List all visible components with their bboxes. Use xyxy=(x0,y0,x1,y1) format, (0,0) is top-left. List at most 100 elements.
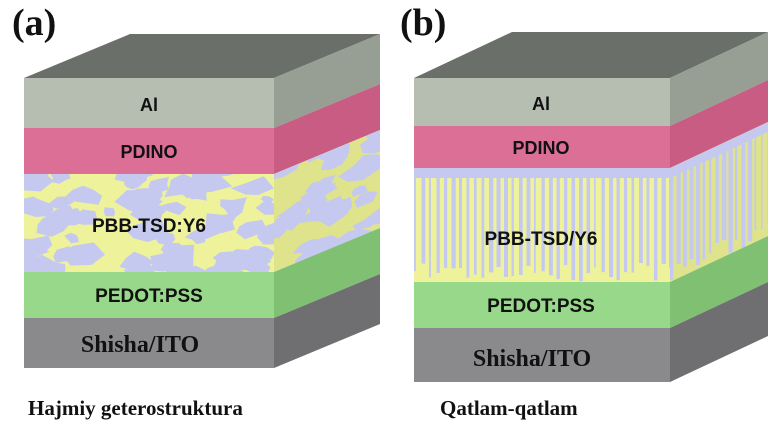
active-label-b: PBB-TSD/Y6 xyxy=(485,229,598,250)
panel-b-letter: (b) xyxy=(400,2,447,44)
bulk-domain xyxy=(125,221,165,242)
vertical-domain xyxy=(702,160,706,260)
bulk-domain xyxy=(24,174,54,192)
device-stack-b: Al PDINO PBB-TSD/Y6 PEDOT:PSS Shisha/ITO xyxy=(414,32,768,382)
pdino-layer-front-b xyxy=(414,126,670,168)
vertical-domain xyxy=(414,172,416,271)
bulk-domain xyxy=(53,246,88,264)
vertical-domain xyxy=(511,173,514,276)
vertical-domain xyxy=(504,176,508,277)
bulk-domain xyxy=(159,244,195,267)
vertical-domain xyxy=(594,169,596,268)
bulk-domain xyxy=(220,197,248,221)
al-layer-front-a xyxy=(24,78,274,128)
vertical-domain xyxy=(748,136,753,242)
bulk-domain xyxy=(212,251,233,264)
acceptor-band xyxy=(670,122,768,178)
bulk-domain xyxy=(241,260,271,272)
vertical-domain xyxy=(496,174,501,268)
bulk-domain xyxy=(103,207,115,217)
bulk-domain xyxy=(65,185,103,205)
al-label-b: Al xyxy=(532,94,550,114)
vertical-domain xyxy=(421,169,426,264)
acceptor-band xyxy=(414,168,670,178)
vertical-domain xyxy=(609,173,614,278)
vertical-domain xyxy=(564,171,568,266)
bulk-domain xyxy=(315,203,342,225)
bulk-domain xyxy=(274,204,310,232)
vertical-domain xyxy=(436,173,440,273)
bulk-domain xyxy=(257,223,274,245)
bulk-domain xyxy=(366,139,380,153)
bulk-domain xyxy=(25,254,64,272)
bulk-domain xyxy=(164,174,205,198)
vertical-domain xyxy=(670,175,674,280)
bulk-domain xyxy=(124,179,143,190)
bulk-domain xyxy=(248,245,262,258)
bulk-domain xyxy=(236,219,267,240)
vertical-domain xyxy=(444,168,448,268)
bulk-domain xyxy=(125,188,163,207)
bulk-domain xyxy=(24,235,53,253)
vertical-domains-front-b xyxy=(414,168,670,282)
bulk-domain xyxy=(351,185,368,197)
vertical-domain xyxy=(676,168,681,264)
vertical-domain xyxy=(709,156,712,254)
vertical-domain xyxy=(654,176,658,281)
bulk-domain xyxy=(214,174,234,177)
vertical-domain xyxy=(586,176,591,274)
vertical-domain xyxy=(526,173,531,266)
bulk-domain xyxy=(177,265,209,272)
vertical-domain xyxy=(735,138,738,240)
pedot-layer-side-b xyxy=(670,236,768,328)
vertical-domain xyxy=(646,173,650,267)
glass-layer-side-a xyxy=(274,274,380,368)
vertical-domain xyxy=(541,171,545,272)
vertical-domain xyxy=(715,149,719,243)
vertical-domain xyxy=(579,176,583,282)
vertical-domain xyxy=(669,170,670,269)
vertical-domain xyxy=(571,177,576,280)
pedot-label-b: PEDOT:PSS xyxy=(487,296,595,317)
bulk-domain xyxy=(64,232,79,244)
al-layer-side-b xyxy=(670,32,768,126)
vertical-domain xyxy=(722,145,727,241)
bulk-domain xyxy=(36,212,70,237)
bulk-domain xyxy=(354,191,378,208)
bulk-domain xyxy=(119,251,154,272)
bulk-domain xyxy=(50,174,71,184)
vertical-domain xyxy=(556,175,560,280)
panel-a-letter: (a) xyxy=(12,2,57,44)
pedot-layer-front-a xyxy=(24,272,274,318)
vertical-domain xyxy=(761,129,763,230)
vertical-domain xyxy=(689,160,694,260)
bulk-domain xyxy=(338,154,380,182)
bulk-domain xyxy=(320,152,347,171)
vertical-domain xyxy=(481,175,485,278)
glass-layer-front-a xyxy=(24,318,274,368)
vertical-domain xyxy=(683,168,687,267)
bulk-domain xyxy=(230,176,274,195)
vertical-domain xyxy=(696,162,701,265)
vertical-domain xyxy=(616,174,620,281)
bulk-domain xyxy=(46,196,75,209)
bulk-domain xyxy=(24,197,54,217)
vertical-domain xyxy=(534,176,536,274)
caption-a: Hajmiy geterostruktura xyxy=(28,396,243,420)
glass-label-a: Shisha/ITO xyxy=(81,332,199,358)
vertical-domain xyxy=(639,169,643,264)
vertical-domain xyxy=(728,149,733,253)
bulk-domains-front-a xyxy=(24,174,274,272)
bulk-domain xyxy=(74,209,97,225)
al-label-a: Al xyxy=(140,95,158,115)
pdino-layer-side-a xyxy=(274,84,380,174)
vertical-domain xyxy=(549,177,553,276)
bulk-domain xyxy=(308,194,328,213)
bulk-domain xyxy=(148,176,169,194)
bulk-domain xyxy=(143,174,145,175)
bulk-domain xyxy=(255,200,274,215)
bulk-domain xyxy=(153,205,166,216)
al-layer-side-a xyxy=(274,34,380,128)
